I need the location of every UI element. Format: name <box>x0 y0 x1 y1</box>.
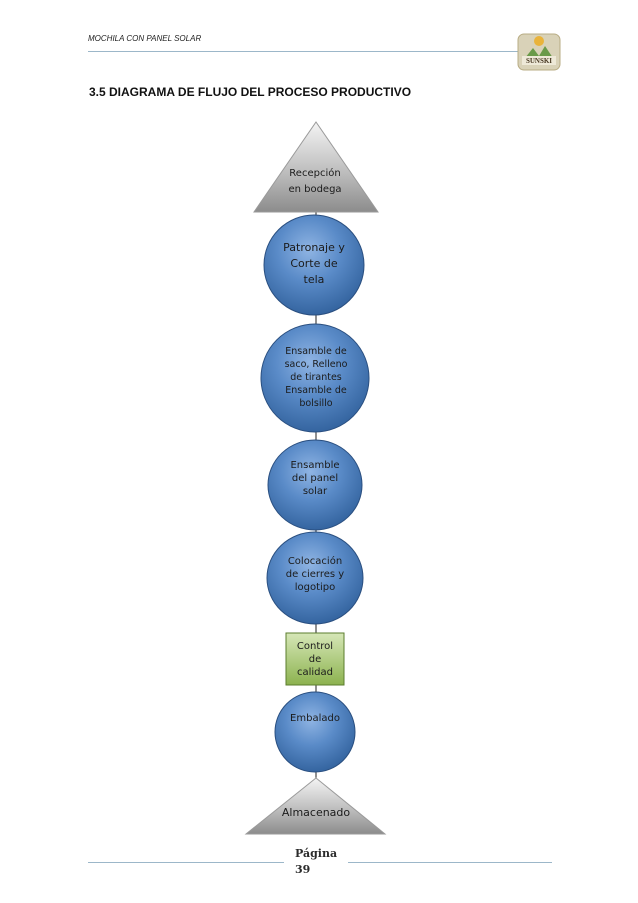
flow-step-label: Ensamble del panel solar <box>290 460 340 497</box>
flow-step-label: Ensamble de saco, Relleno de tirantes En… <box>284 346 348 409</box>
flow-step-label: Control de calidad <box>296 641 334 678</box>
section-title: 3.5 DIAGRAMA DE FLUJO DEL PROCESO PRODUC… <box>89 85 412 99</box>
flow-step-label: Embalado <box>290 713 340 724</box>
page-number: 39 <box>295 863 311 876</box>
flow-step-label: Patronaje y Corte de tela <box>283 241 345 286</box>
flow-step-label: Almacenado <box>281 806 351 819</box>
flow-node-triangle-8 <box>244 777 387 835</box>
footer-rule-right <box>348 862 552 863</box>
logo-wordmark: SUNSKI <box>526 57 552 65</box>
footer-page-number: Página 39 <box>295 846 337 878</box>
footer-rule-left <box>88 862 284 863</box>
flow-node-circle-4 <box>267 439 363 531</box>
flow-node-triangle-1 <box>253 121 379 213</box>
flow-step-label: Colocación de cierres y logotipo <box>285 556 345 593</box>
flow-node-circle-5 <box>266 531 364 625</box>
flow-node-circle-7 <box>274 691 356 773</box>
header-rule <box>88 51 550 52</box>
company-logo: SUNSKI <box>517 33 561 71</box>
page-label: Página <box>295 847 338 860</box>
flow-node-circle-2 <box>263 214 365 316</box>
flow-node-circle-3 <box>260 323 370 433</box>
flow-step-label: Recepción en bodega <box>288 168 342 195</box>
flow-node-rect-6 <box>285 632 345 686</box>
header-document-title: MOCHILA CON PANEL SOLAR <box>88 34 202 43</box>
